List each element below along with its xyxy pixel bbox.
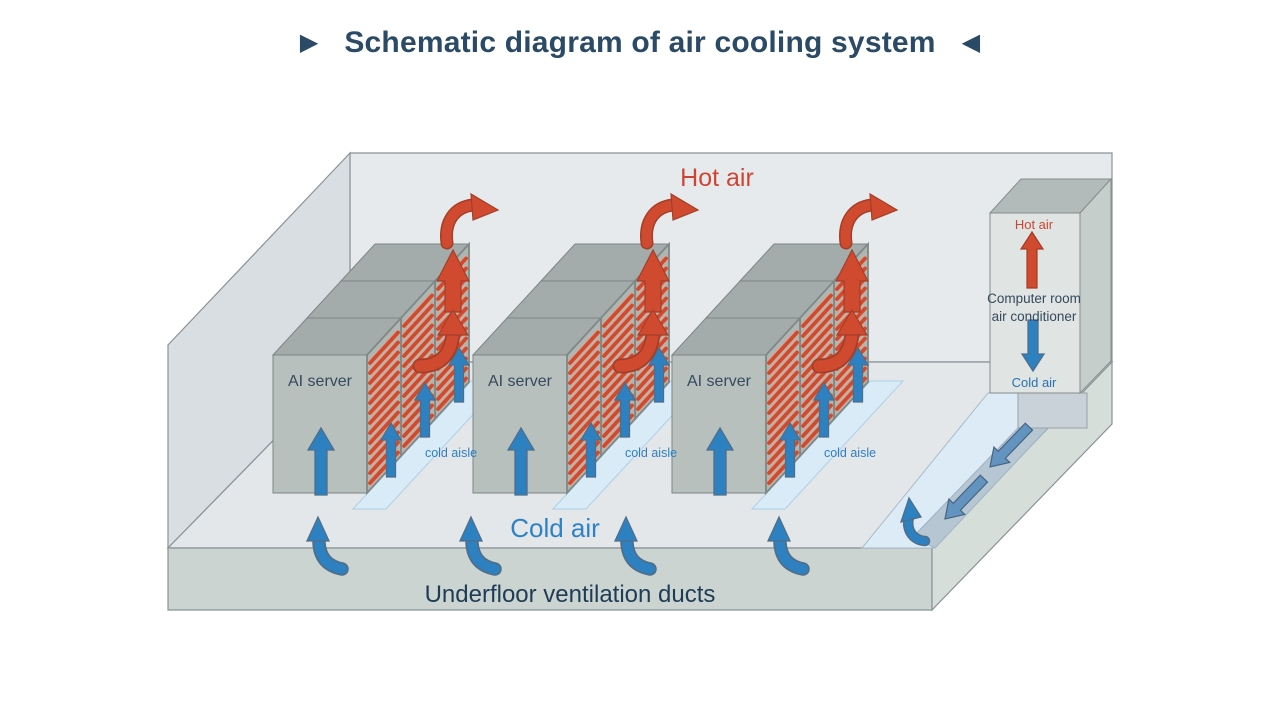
crac-name-line1: Computer room: [987, 291, 1081, 306]
crac-name-line2: air conditioner: [992, 309, 1077, 324]
crac-hot-arrow: [1019, 230, 1045, 289]
right-triangle-icon: ◀: [961, 29, 981, 56]
cold-aisle-label-1: cold aisle: [425, 446, 477, 460]
cold-air-label: Cold air: [510, 513, 600, 543]
crac-unit: Hot air Computer room air conditioner Co…: [987, 177, 1113, 395]
crac-duct-face: [1017, 392, 1088, 429]
ai-server-label-3: AI server: [687, 373, 752, 390]
cold-aisle-label-3: cold aisle: [824, 446, 876, 460]
ai-server-label-1: AI server: [288, 373, 353, 390]
crac-cold-arrow: [1020, 319, 1046, 373]
diagram-header: ▶ Schematic diagram of air cooling syste…: [0, 26, 1280, 60]
left-triangle-icon: ▶: [299, 29, 319, 56]
page-title: Schematic diagram of air cooling system: [344, 26, 936, 59]
crac-side: [1079, 177, 1112, 395]
ai-server-label-2: AI server: [488, 373, 553, 390]
duct-exit-arrow: [900, 496, 931, 547]
hot-air-label: Hot air: [680, 164, 754, 192]
cold-air-duct-trench: [860, 392, 1088, 549]
crac-cold-air-label: Cold air: [1012, 375, 1057, 390]
crac-hot-air-label: Hot air: [1015, 217, 1054, 232]
cold-aisle-label-2: cold aisle: [625, 446, 677, 460]
underfloor-ducts-label: Underfloor ventilation ducts: [425, 581, 716, 608]
